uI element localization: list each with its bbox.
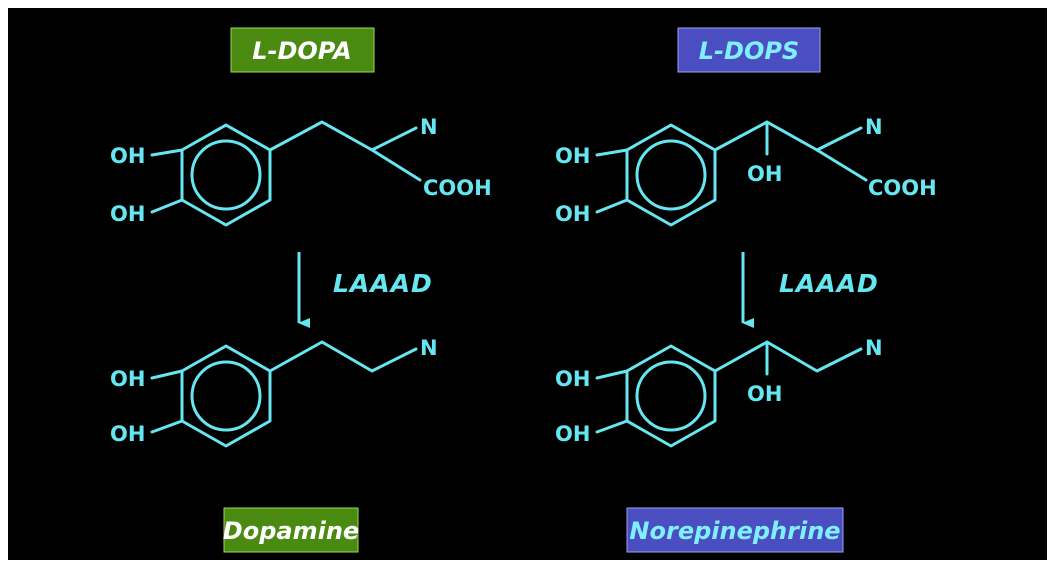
- l-dopa-carboxyl: COOH: [423, 176, 492, 200]
- norepinephrine-label-box: Norepinephrine: [626, 507, 844, 553]
- right-enzyme-label: LAAAD: [779, 269, 879, 298]
- l-dopa-oh-top: OH: [110, 144, 145, 168]
- l-dopa-label-box: L-DOPA: [230, 27, 375, 73]
- norepinephrine-structure: [595, 340, 863, 448]
- l-dops-carboxyl: COOH: [868, 176, 937, 200]
- l-dops-oh-bottom: OH: [555, 202, 590, 226]
- norepinephrine-amine: N: [865, 336, 883, 360]
- dopamine-label: Dopamine: [223, 517, 359, 545]
- l-dops-oh-top: OH: [555, 144, 590, 168]
- left-enzyme-label: LAAAD: [333, 269, 433, 298]
- l-dopa-oh-bottom: OH: [110, 202, 145, 226]
- dopamine-oh-top: OH: [110, 367, 145, 391]
- norepinephrine-oh-top: OH: [555, 367, 590, 391]
- dopamine-amine: N: [420, 336, 438, 360]
- l-dopa-label: L-DOPA: [252, 37, 352, 65]
- l-dops-amine: N: [865, 115, 883, 139]
- norepinephrine-label: Norepinephrine: [629, 517, 840, 545]
- l-dops-label: L-DOPS: [699, 37, 799, 65]
- l-dops-structure: [595, 120, 868, 227]
- norepinephrine-oh-bottom: OH: [555, 422, 590, 446]
- dopamine-label-box: Dopamine: [223, 507, 359, 553]
- norepinephrine-beta-oh: OH: [747, 382, 782, 406]
- dopamine-oh-bottom: OH: [110, 422, 145, 446]
- l-dopa-amine: N: [420, 115, 438, 139]
- l-dops-beta-oh: OH: [747, 162, 782, 186]
- dopamine-structure: [150, 340, 418, 448]
- l-dops-label-box: L-DOPS: [677, 27, 821, 73]
- l-dopa-structure: [150, 120, 422, 227]
- slide-background: [8, 8, 1047, 560]
